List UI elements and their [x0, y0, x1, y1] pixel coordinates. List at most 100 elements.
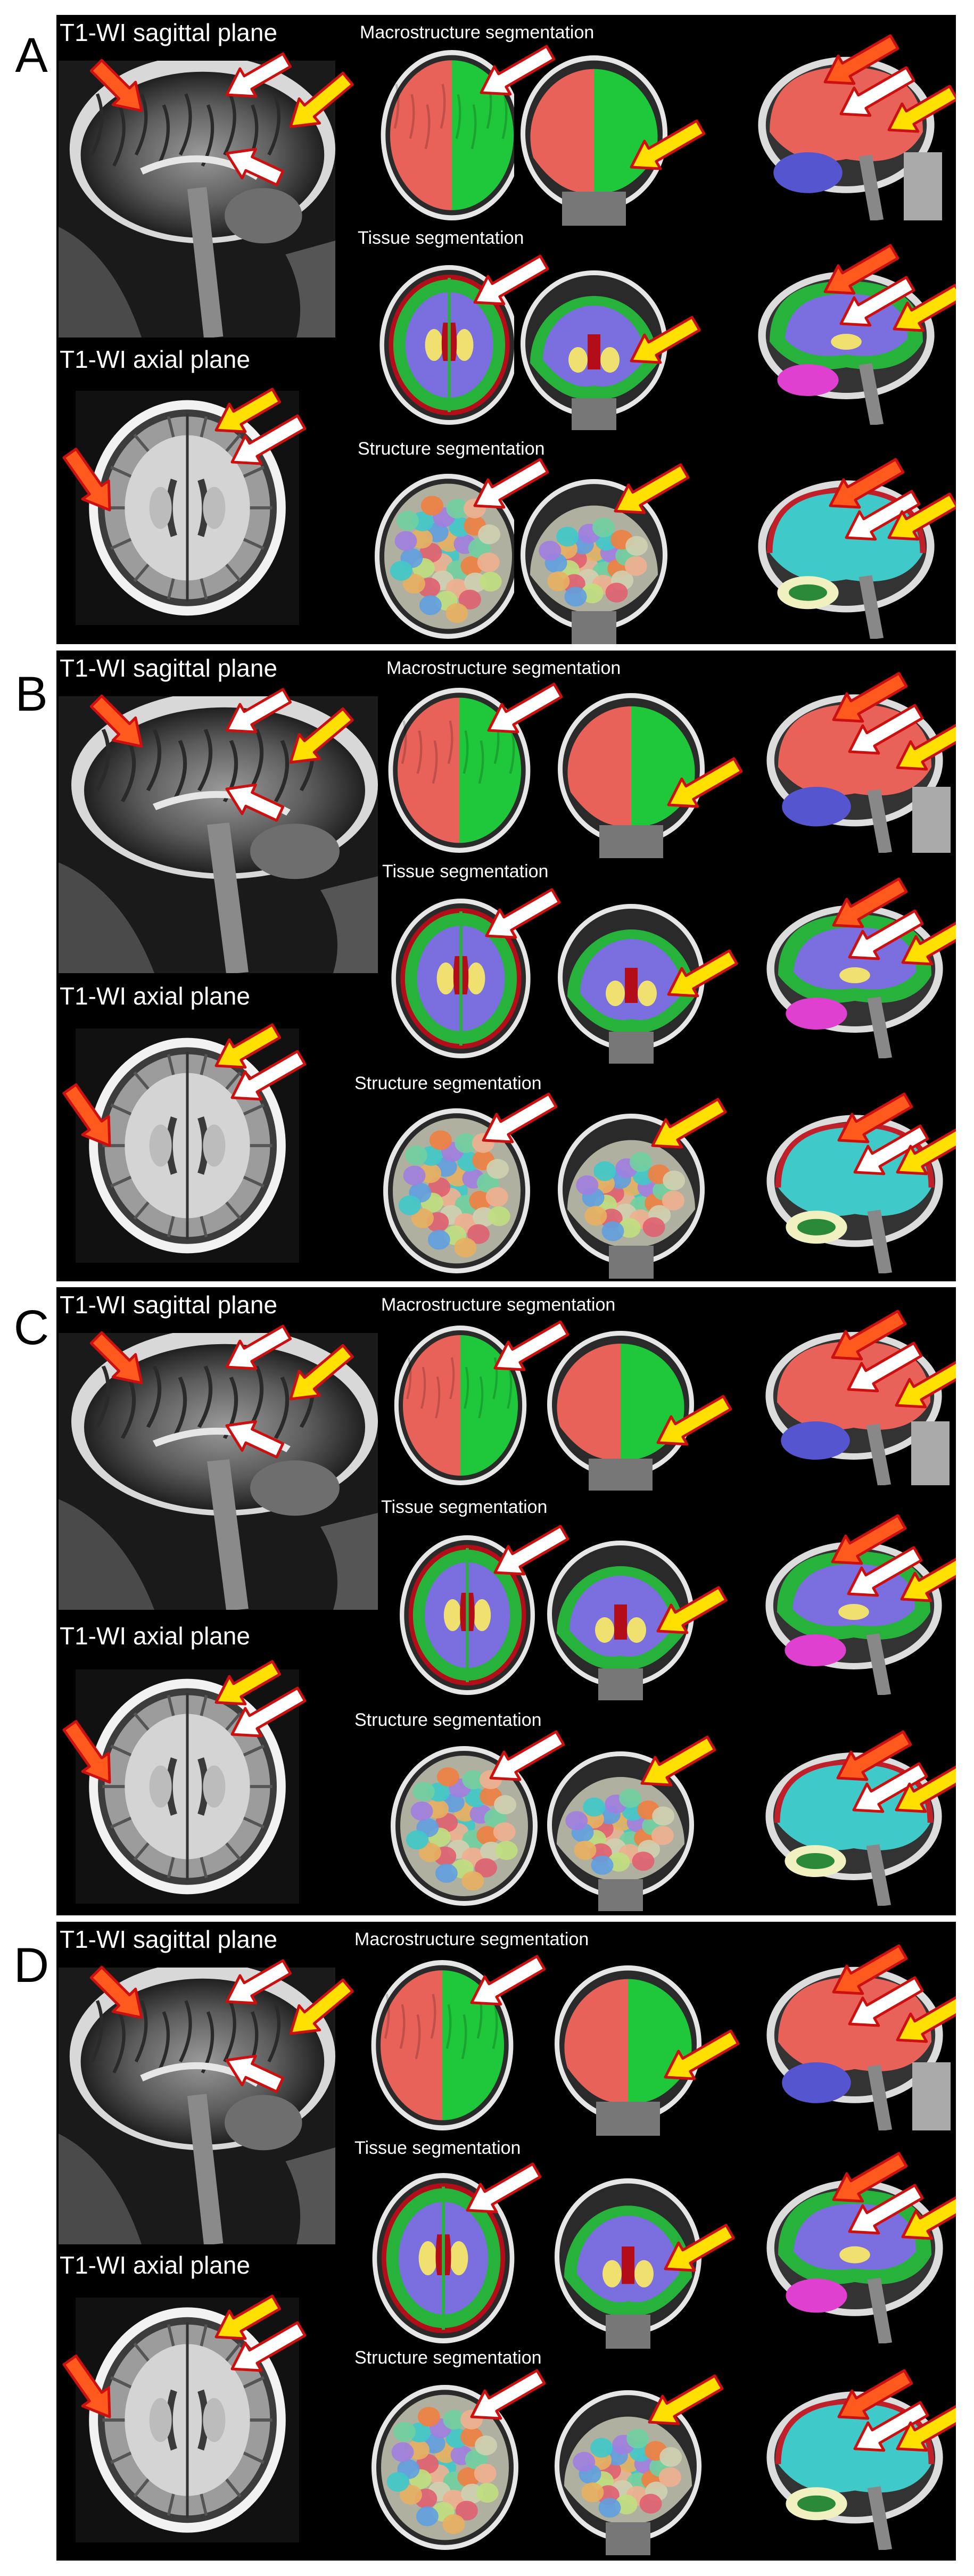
axial-mri-image	[76, 1669, 299, 1904]
arrow-icon	[470, 2369, 546, 2420]
arrow-icon	[887, 85, 956, 133]
arrow-icon	[485, 888, 561, 939]
panel-letter-b: B	[15, 667, 48, 721]
arrow-icon	[667, 757, 743, 808]
tissue-axial-image	[374, 265, 525, 425]
tissue-label: Tissue segmentation	[358, 228, 524, 248]
arrow-icon	[845, 490, 921, 541]
arrow-icon	[848, 704, 924, 755]
arrow-icon	[853, 1124, 929, 1175]
structure-sagittal-image	[759, 1108, 951, 1273]
macro-axial-image	[389, 1326, 532, 1485]
tissue-coronal-image	[514, 270, 674, 430]
axial-label: T1-WI axial plane	[60, 345, 250, 373]
arrow-icon	[648, 2374, 724, 2425]
arrow-icon	[896, 1127, 956, 1175]
arrow-icon	[847, 1342, 923, 1393]
arrow-icon	[487, 682, 563, 734]
arrow-icon	[823, 244, 899, 295]
arrow-icon	[832, 877, 908, 928]
tissue-coronal-image	[551, 904, 711, 1064]
panel-a: T1-WI sagittal plane Macrostructure segm…	[56, 15, 956, 644]
arrow-icon	[829, 458, 905, 509]
arrow-icon	[89, 1965, 143, 2019]
sagittal-label: T1-WI sagittal plane	[60, 19, 278, 46]
tissue-label: Tissue segmentation	[381, 1497, 548, 1517]
arrow-icon	[887, 492, 956, 541]
arrow-icon	[62, 1719, 111, 1784]
structure-label: Structure segmentation	[354, 1073, 542, 1093]
arrow-icon	[831, 1514, 907, 1565]
structure-label: Structure segmentation	[354, 1710, 542, 1730]
arrow-icon	[62, 1083, 111, 1147]
structure-coronal-image	[551, 1114, 711, 1279]
arrow-icon	[225, 783, 285, 822]
arrow-icon	[225, 1959, 292, 2005]
arrow-icon	[896, 2404, 956, 2452]
arrow-icon	[896, 722, 956, 771]
arrow-icon	[289, 71, 354, 128]
tissue-coronal-image	[548, 2178, 708, 2349]
arrow-icon	[667, 949, 738, 998]
arrow-overlay	[62, 1944, 956, 2452]
arrow-icon	[832, 2152, 908, 2203]
arrow-icon	[470, 1955, 546, 2006]
arrow-icon	[289, 707, 354, 764]
arrow-icon	[839, 66, 915, 117]
arrow-icon	[630, 119, 706, 170]
arrow-icon	[62, 2354, 111, 2418]
panel-letter-a: A	[15, 28, 48, 83]
arrow-icon	[230, 414, 307, 465]
arrow-icon	[832, 1944, 908, 1995]
arrow-icon	[848, 909, 924, 960]
panel-c: T1-WI sagittal plane Macrostructure segm…	[56, 1287, 956, 1915]
tissue-axial-image	[394, 1535, 541, 1695]
arrow-icon	[89, 59, 143, 112]
arrow-icon	[839, 276, 915, 327]
tissue-axial-image	[366, 2173, 521, 2343]
arrow-icon	[896, 1995, 956, 2043]
sagittal-label: T1-WI sagittal plane	[60, 654, 278, 682]
structure-axial-image	[384, 1746, 544, 1906]
arrow-icon	[656, 1395, 732, 1446]
arrow-icon	[473, 458, 549, 509]
arrow-icon	[230, 1686, 307, 1738]
arrow-icon	[230, 1050, 307, 1101]
sagittal-mri-image	[59, 61, 335, 338]
arrow-icon	[225, 2054, 285, 2093]
arrow-icon	[62, 447, 111, 512]
arrow-icon	[214, 1660, 282, 1706]
structure-coronal-image	[541, 1751, 700, 1911]
macro-axial-image	[382, 688, 536, 853]
arrow-icon	[614, 463, 690, 514]
arrow-icon	[901, 917, 956, 966]
arrow-icon	[836, 1730, 912, 1781]
arrow-icon	[656, 1586, 728, 1634]
tissue-label: Tissue segmentation	[382, 861, 549, 882]
arrow-icon	[651, 1098, 727, 1149]
arrow-icon	[289, 1344, 354, 1401]
arrow-icon	[225, 688, 292, 734]
arrow-icon	[214, 2294, 282, 2340]
arrow-icon	[664, 2029, 740, 2080]
arrow-icon	[630, 316, 701, 364]
arrow-icon	[901, 2192, 956, 2240]
arrow-icon	[480, 45, 556, 96]
arrow-icon	[847, 1546, 923, 1597]
arrow-icon	[853, 2401, 929, 2452]
macro-label: Macrostructure segmentation	[354, 1929, 589, 1949]
arrow-icon	[823, 34, 899, 85]
arrow-overlay	[62, 672, 956, 1175]
structure-axial-image	[377, 1108, 536, 1273]
structure-label: Structure segmentation	[354, 2348, 542, 2368]
arrow-icon	[848, 1976, 924, 2027]
arrow-icon	[852, 1762, 928, 1813]
arrow-icon	[89, 1331, 143, 1385]
arrow-overlay	[62, 34, 956, 541]
sagittal-label: T1-WI sagittal plane	[60, 1925, 278, 1953]
arrow-icon	[837, 1092, 913, 1143]
arrow-icon	[900, 1554, 956, 1602]
arrow-icon	[848, 2184, 924, 2235]
arrow-icon	[493, 1525, 569, 1576]
arrow-icon	[640, 1735, 716, 1787]
